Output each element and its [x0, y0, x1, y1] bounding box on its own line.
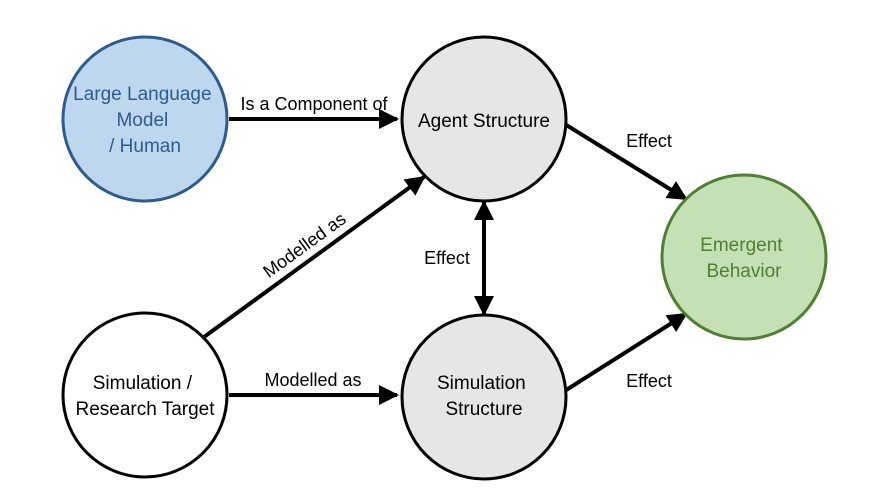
- node-agent-structure-circle: [400, 35, 568, 203]
- edge-label-sim-emergent: Effect: [626, 371, 672, 391]
- node-llm-circle: [61, 35, 229, 203]
- node-simulation-structure-label-line-2: Structure: [445, 399, 522, 420]
- edge-target-to-agent: [202, 175, 426, 339]
- node-agent-structure: Agent Structure: [400, 35, 568, 203]
- edge-simstruct-to-emergent: [561, 312, 688, 394]
- node-llm-label-line-1: Large Language: [73, 84, 211, 105]
- node-simulation-structure-label: Simulation Structure: [437, 373, 531, 420]
- edge-label-target-sim: Modelled as: [264, 370, 361, 390]
- node-llm-label-line-3: / Human: [109, 136, 181, 157]
- node-agent-structure-label: Agent Structure: [418, 111, 550, 132]
- node-agent-structure-label-line-1: Agent Structure: [418, 111, 550, 132]
- node-emergent-behavior-circle: [660, 173, 828, 341]
- node-llm: Large Language Model / Human: [61, 35, 229, 203]
- edge-label-target-agent: Modelled as: [259, 209, 349, 282]
- node-llm-label-line-2: Model: [116, 110, 168, 131]
- edge-label-agent-emergent: Effect: [626, 131, 672, 151]
- node-emergent-behavior-label-line-1: Emergent: [700, 235, 783, 256]
- node-emergent-behavior: Emergent Behavior: [660, 173, 828, 341]
- edge-agent-to-emergent: [561, 121, 688, 201]
- node-research-target-circle: [61, 311, 229, 479]
- node-emergent-behavior-label-line-2: Behavior: [707, 261, 783, 282]
- node-simulation-structure-label-line-1: Simulation: [437, 373, 526, 394]
- node-research-target: Simulation / Research Target: [61, 311, 229, 479]
- edge-label-agent-sim: Effect: [424, 248, 470, 268]
- node-research-target-label-line-2: Research Target: [75, 399, 215, 420]
- edges: [202, 109, 688, 405]
- node-llm-label: Large Language Model / Human: [73, 84, 217, 157]
- node-simulation-structure-circle: [400, 313, 568, 481]
- node-research-target-label: Simulation / Research Target: [75, 373, 215, 420]
- node-emergent-behavior-label: Emergent Behavior: [700, 235, 788, 282]
- node-research-target-label-line-1: Simulation /: [93, 373, 193, 394]
- edge-label-llm-agent: Is a Component of: [240, 94, 388, 114]
- node-simulation-structure: Simulation Structure: [400, 313, 568, 481]
